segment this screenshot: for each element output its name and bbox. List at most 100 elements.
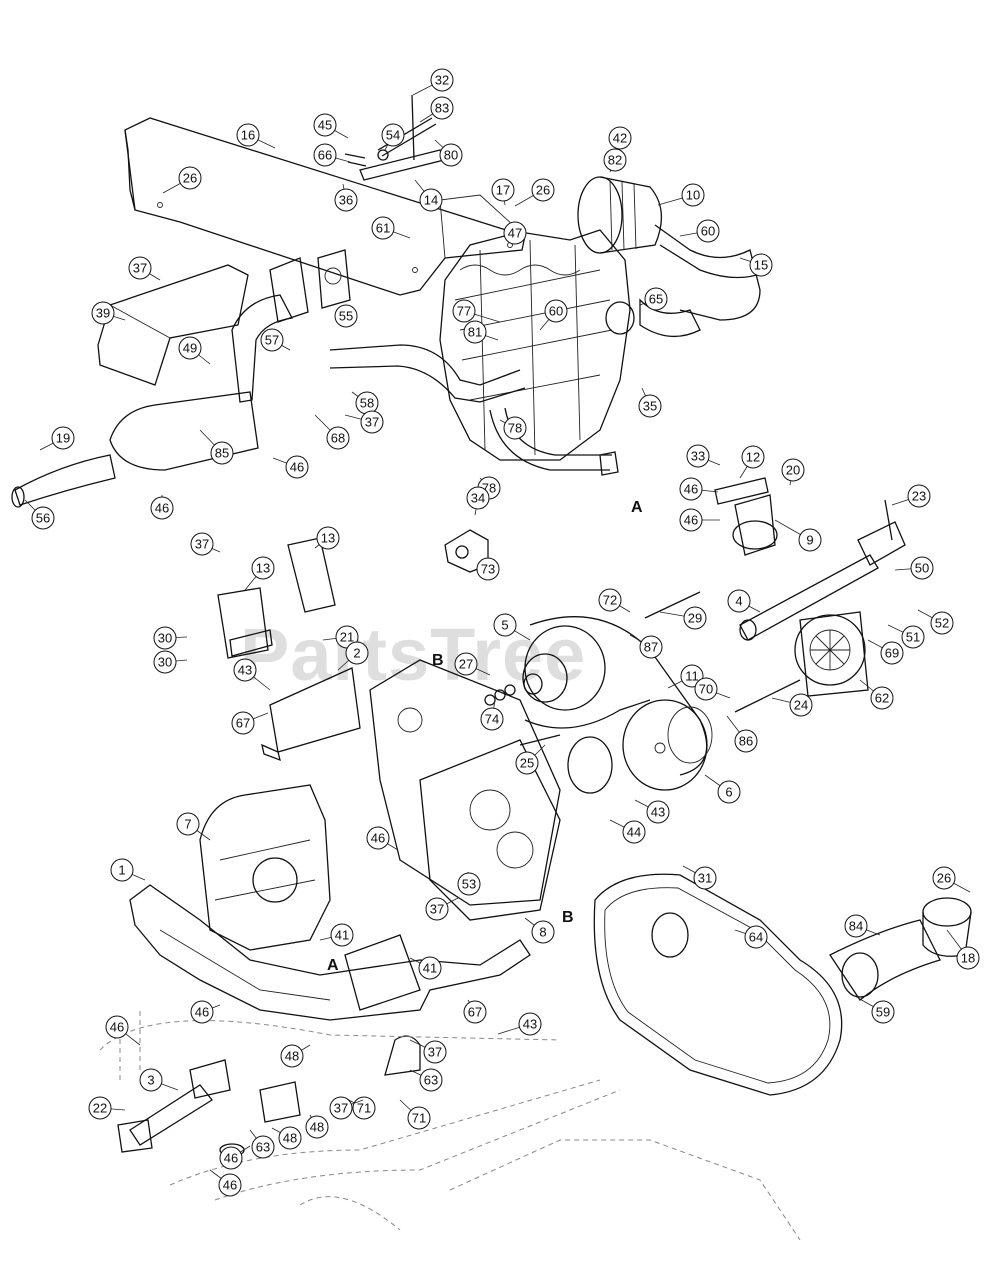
part-callout: 54 — [381, 123, 405, 151]
callout-number: 3 — [147, 1073, 154, 1088]
part-callout: 61 — [371, 216, 411, 240]
callout-number: 69 — [885, 646, 899, 661]
callout-bubble — [218, 1173, 242, 1197]
callout-number: 37 — [430, 902, 444, 917]
part-callout: 15 — [739, 253, 773, 277]
part-callout: 47 — [503, 221, 527, 246]
callout-number: 43 — [238, 663, 252, 678]
callout-bubble — [423, 1040, 447, 1064]
callout-bubble — [463, 1000, 487, 1024]
callout-bubble — [91, 301, 115, 325]
callout-bubble — [907, 484, 931, 508]
callout-number: 11 — [685, 669, 699, 684]
callout-number: 42 — [613, 131, 627, 146]
part-callout: 57 — [260, 328, 291, 352]
exhaust-pipes — [329, 344, 619, 476]
callout-number: 80 — [444, 148, 458, 163]
callout-bubble — [608, 126, 632, 150]
air-intake — [577, 176, 771, 338]
part-callout: 83 — [419, 96, 454, 123]
part-callout: 26 — [162, 166, 202, 194]
part-callout: 70 — [694, 677, 731, 701]
part-callout: 71 — [344, 1096, 376, 1120]
part-callout: 85 — [199, 429, 234, 465]
part-callout: 46 — [219, 1145, 251, 1170]
part-callout: 67 — [463, 999, 487, 1024]
callout-bubble — [531, 920, 555, 944]
callout-bubble — [381, 123, 405, 147]
part-callout: 1 — [110, 858, 146, 882]
part-callout: 30 — [153, 626, 188, 650]
part-callout: 19 — [39, 426, 75, 451]
callout-number: 5 — [501, 618, 508, 633]
part-callout: 43 — [233, 658, 271, 691]
callout-bubble — [493, 613, 517, 637]
callout-bubble — [880, 641, 904, 665]
callout-bubble — [480, 707, 504, 731]
callout-number: 15 — [754, 258, 768, 273]
part-callout: 36 — [334, 183, 358, 212]
part-callout: 78 — [499, 416, 527, 440]
part-callout: 30 — [153, 650, 188, 674]
callout-bubble — [741, 445, 765, 469]
callout-bubble — [425, 897, 449, 921]
callout-bubble — [646, 800, 670, 824]
part-callout: 63 — [409, 1068, 443, 1092]
callout-bubble — [515, 751, 539, 775]
callout-bubble — [329, 1096, 353, 1120]
part-callout: 60 — [539, 299, 568, 331]
part-callout: 48 — [305, 1114, 329, 1139]
part-callout: 73 — [476, 557, 500, 581]
callout-number: 4 — [735, 594, 742, 609]
part-callout: 67 — [231, 711, 269, 735]
callout-bubble — [153, 650, 177, 674]
part-callout: 72 — [598, 588, 631, 613]
part-callout: 58 — [351, 391, 379, 415]
callout-bubble — [871, 1000, 895, 1024]
part-callout: 9 — [774, 519, 822, 552]
part-callout: 60 — [679, 219, 720, 243]
part-callout: 37 — [329, 1096, 364, 1120]
callout-bubble — [88, 1096, 112, 1120]
part-callout: 45 — [313, 113, 349, 139]
callout-number: 36 — [339, 193, 353, 208]
part-callout: 84 — [844, 914, 881, 938]
callout-bubble — [231, 711, 255, 735]
mounting-brackets — [217, 537, 361, 762]
callout-bubble — [418, 956, 442, 980]
callout-number: 82 — [608, 153, 622, 168]
part-callout: 31 — [682, 865, 717, 890]
callout-number: 37 — [365, 415, 379, 430]
part-callout: 82 — [603, 148, 627, 173]
part-callout: 39 — [91, 301, 126, 325]
ref-letter-b: B — [432, 652, 444, 669]
part-callout: 13 — [244, 556, 275, 591]
part-callout: 32 — [412, 68, 454, 96]
callout-number: 18 — [961, 951, 975, 966]
callout-bubble — [178, 166, 202, 190]
callout-bubble — [932, 866, 956, 890]
part-callout: 50 — [894, 556, 934, 580]
callout-bubble — [870, 686, 894, 710]
callout-number: 62 — [875, 691, 889, 706]
part-callout: 43 — [497, 1012, 542, 1036]
callout-number: 70 — [699, 682, 713, 697]
part-callout: 74 — [480, 699, 504, 731]
callout-bubble — [352, 1096, 376, 1120]
part-callout: 44 — [609, 819, 646, 844]
callout-bubble — [178, 336, 202, 360]
belt-cover-assembly — [593, 873, 972, 1096]
callout-bubble — [110, 858, 134, 882]
callout-bubble — [531, 178, 555, 202]
part-callout: 43 — [634, 799, 670, 824]
callout-bubble — [798, 528, 822, 552]
callout-number: 26 — [183, 171, 197, 186]
callout-bubble — [334, 188, 358, 212]
callout-bubble — [683, 606, 707, 630]
callout-bubble — [176, 812, 200, 836]
callout-number: 63 — [256, 1140, 270, 1155]
callout-bubble — [679, 508, 703, 532]
callout-bubble — [233, 658, 257, 682]
callout-number: 24 — [794, 698, 808, 713]
